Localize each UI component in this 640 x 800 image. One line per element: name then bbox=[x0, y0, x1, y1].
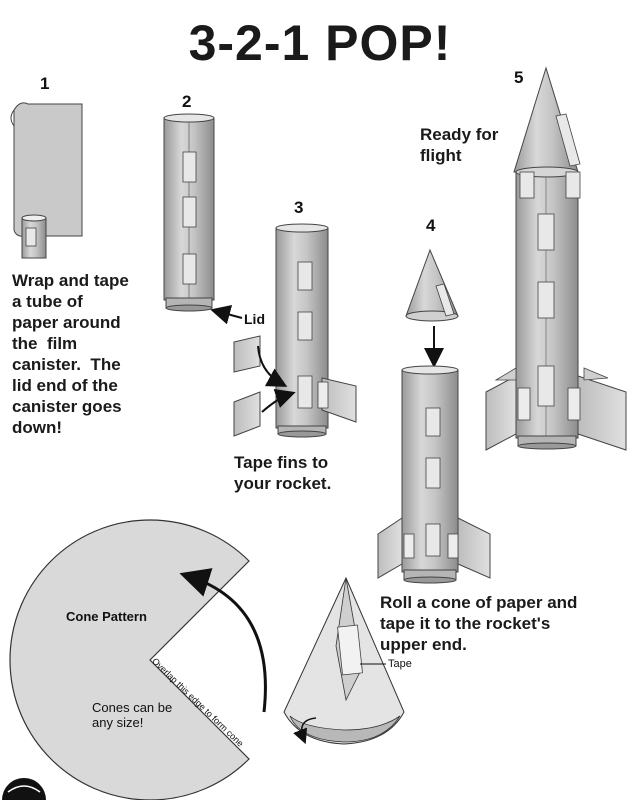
step-4-line: Roll a cone of paper and bbox=[380, 593, 578, 612]
logo bbox=[2, 778, 46, 800]
step-5-line: flight bbox=[420, 146, 462, 165]
cone-note-line: any size! bbox=[92, 715, 144, 730]
step-1-line: canister. The bbox=[12, 355, 121, 374]
step-1-number: 1 bbox=[40, 74, 50, 93]
step-3-instructions: Tape fins to your rocket. bbox=[234, 452, 331, 494]
step-2-number: 2 bbox=[182, 92, 192, 111]
step-3-line: your rocket. bbox=[234, 474, 332, 493]
step-4-instructions: Roll a cone of paper and tape it to the … bbox=[380, 592, 577, 655]
step-1-paper-sheet bbox=[10, 102, 83, 259]
step-1-line: down! bbox=[12, 418, 63, 437]
step-1-line: canister goes bbox=[12, 397, 122, 416]
step-1-instructions: Wrap and tape a tube of paper around the… bbox=[12, 270, 129, 438]
step-5-instructions: Ready for flight bbox=[420, 124, 498, 166]
step-2-tube bbox=[163, 113, 243, 325]
step-1-line: lid end of the bbox=[12, 376, 118, 395]
step-1-line: Wrap and tape bbox=[12, 271, 129, 290]
step-3-rocket-body bbox=[233, 223, 357, 438]
step-1-line: paper around bbox=[12, 313, 121, 332]
step-4-rocket bbox=[377, 248, 491, 584]
cone-pattern-title: Cone Pattern bbox=[66, 609, 147, 624]
step-4-number: 4 bbox=[426, 216, 436, 235]
step-4-line: upper end. bbox=[380, 635, 467, 654]
page-title: 3-2-1 POP! bbox=[188, 15, 452, 71]
cone-note-line: Cones can be bbox=[92, 700, 173, 715]
step-4-line: tape it to the rocket's bbox=[380, 614, 551, 633]
step-1-line: the film bbox=[12, 334, 78, 353]
step-5-number: 5 bbox=[514, 68, 524, 87]
step-5-rocket bbox=[485, 66, 627, 451]
cone-pattern-note: Cones can be any size! bbox=[92, 700, 172, 730]
step-5-line: Ready for bbox=[420, 125, 499, 144]
cone-pattern-shape bbox=[9, 519, 267, 800]
lid-label: Lid bbox=[244, 311, 265, 327]
step-3-number: 3 bbox=[294, 198, 304, 217]
rolled-cone bbox=[283, 576, 405, 745]
tape-label: Tape bbox=[388, 658, 412, 670]
step-1-line: a tube of bbox=[12, 292, 83, 311]
step-3-line: Tape fins to bbox=[234, 453, 329, 472]
